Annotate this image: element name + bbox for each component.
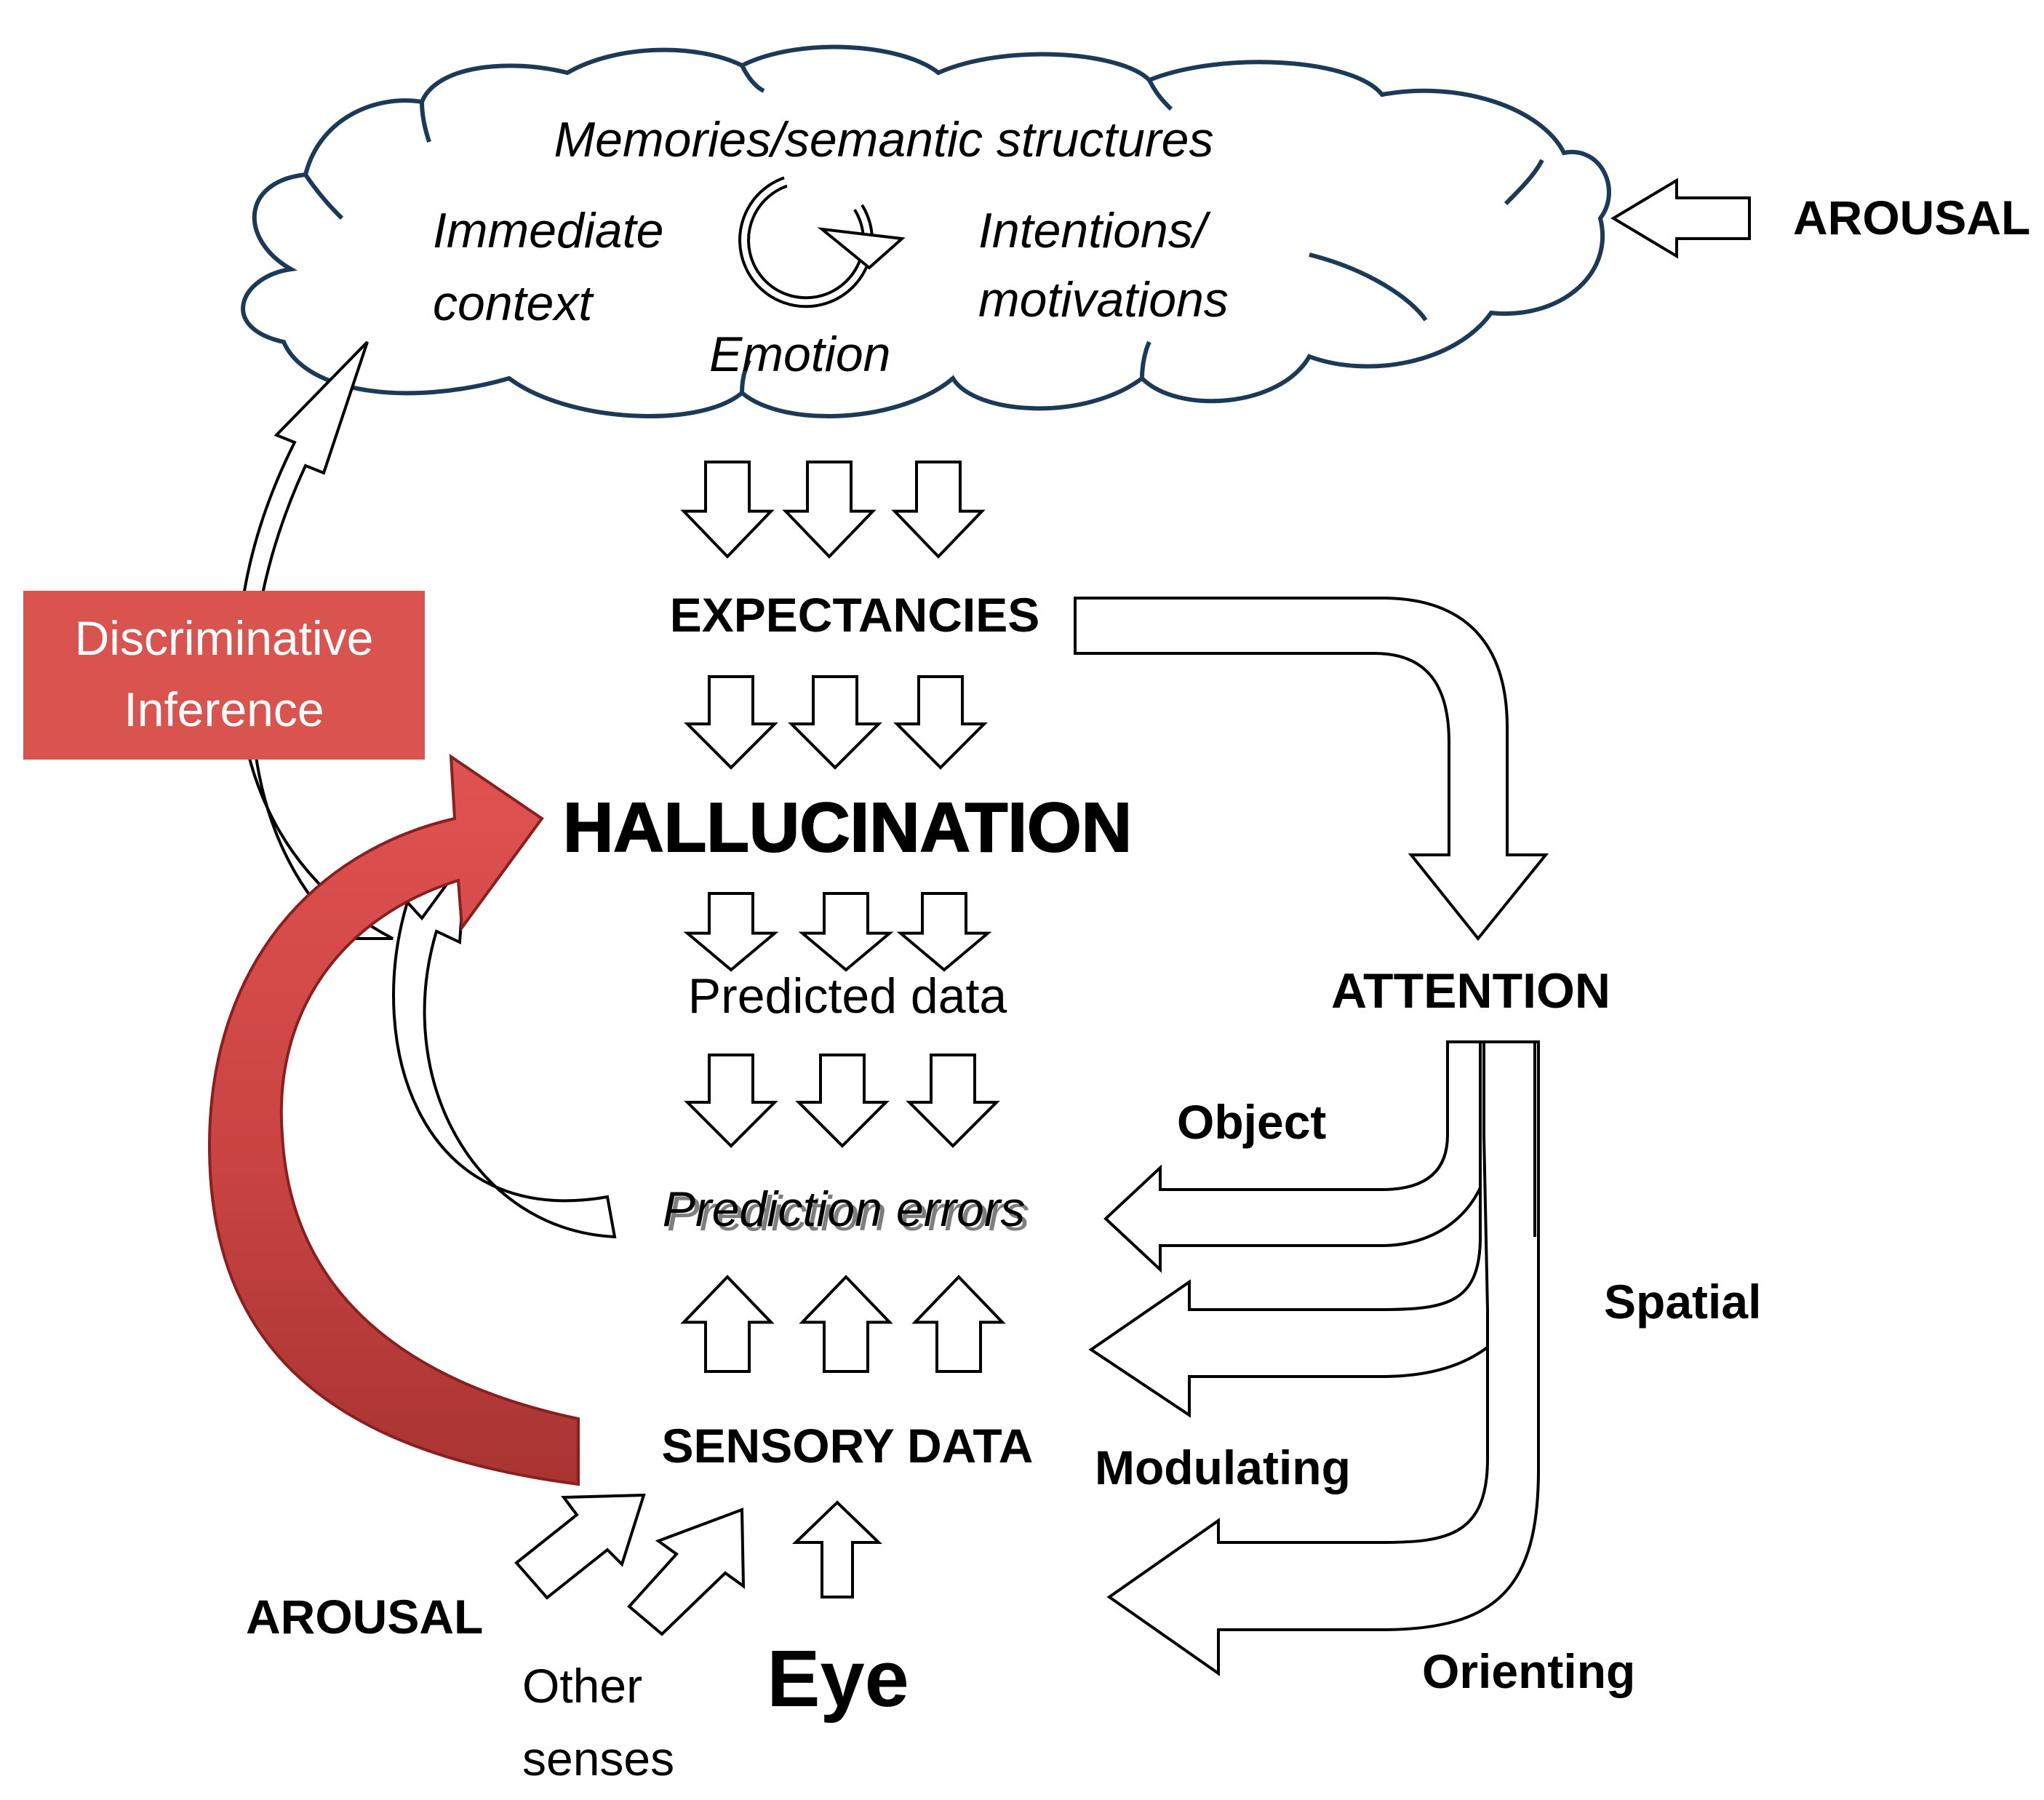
cloud-to-expectancies-arrow-1 [680, 461, 775, 559]
memories-label: Memories/semantic structures [554, 112, 1214, 167]
immediate-context-line2: context [433, 276, 594, 331]
orienting-attention-arrow [1106, 1040, 1540, 1676]
discriminative-line2: Inference [124, 682, 324, 736]
expectancies-to-hallucination-arrow-1 [684, 675, 778, 770]
prediction-errors-shadow: Prediction errors [667, 1186, 1030, 1241]
other-senses-arrow-2 [627, 1508, 746, 1636]
arousal-top-label: AROUSAL [1793, 191, 2030, 244]
eye-up-arrow [792, 1500, 882, 1598]
discriminative-inference-box [23, 591, 425, 760]
discriminative-line1: Discriminative [75, 611, 374, 665]
sensory-to-errors-arrow-1 [680, 1275, 775, 1373]
cloud-to-expectancies-arrow-3 [891, 461, 986, 559]
cloud-to-expectancies-arrow-2 [782, 461, 877, 559]
predicted-to-errors-arrow-1 [684, 1054, 778, 1148]
predicted-to-errors-arrow-2 [795, 1054, 890, 1148]
feedback-loop-arrow [392, 853, 617, 1239]
other-senses-line2: senses [522, 1732, 674, 1785]
red-direct-arrow [207, 754, 580, 1486]
sensory-to-errors-arrow-2 [799, 1275, 893, 1373]
attention-label: ATTENTION [1331, 963, 1610, 1019]
predicted-to-errors-arrow-3 [906, 1054, 1000, 1148]
prediction-errors-label: Prediction errors [663, 1182, 1026, 1237]
spatial-label: Spatial [1604, 1275, 1761, 1329]
spatial-bracket-line [1533, 1042, 1540, 1470]
hallucination-label: HALLUCINATION [563, 789, 1132, 867]
expectancies-label: EXPECTANCIES [670, 588, 1040, 642]
other-senses-arrow-1 [514, 1493, 646, 1600]
intentions-line1: Intentions/ [978, 203, 1211, 258]
predicted-data-label: Predicted data [688, 968, 1007, 1024]
discriminative-loop-arrow [236, 341, 394, 940]
modulating-label: Modulating [1095, 1441, 1351, 1494]
arousal-top-arrow [1610, 178, 1751, 259]
object-label: Object [1177, 1095, 1326, 1149]
cloud-shape [241, 44, 1611, 418]
expectancies-to-hallucination-arrow-3 [893, 675, 988, 770]
sensory-to-errors-arrow-3 [911, 1275, 1006, 1373]
hallucination-to-predicted-arrow-3 [896, 892, 992, 972]
emotion-label: Emotion [709, 327, 890, 382]
down-arrow-groups [680, 461, 1000, 1148]
cycle-arrow-icon [738, 176, 906, 308]
expectancies-to-attention-arrow [1074, 597, 1549, 941]
hallucination-to-predicted-arrow-1 [683, 892, 779, 972]
arousal-bottom-label: AROUSAL [246, 1590, 483, 1644]
intentions-line2: motivations [978, 272, 1229, 327]
eye-label: Eye [767, 1634, 909, 1724]
object-attention-arrow [1103, 1040, 1493, 1273]
immediate-context-line1: Immediate [433, 203, 663, 258]
orienting-label: Orienting [1422, 1644, 1635, 1698]
hallucination-to-predicted-arrow-2 [798, 892, 894, 972]
other-senses-line1: Other [522, 1659, 642, 1713]
sensory-data-label: SENSORY DATA [662, 1419, 1034, 1473]
expectancies-to-hallucination-arrow-2 [788, 675, 882, 770]
up-arrow-group [680, 1275, 1006, 1373]
